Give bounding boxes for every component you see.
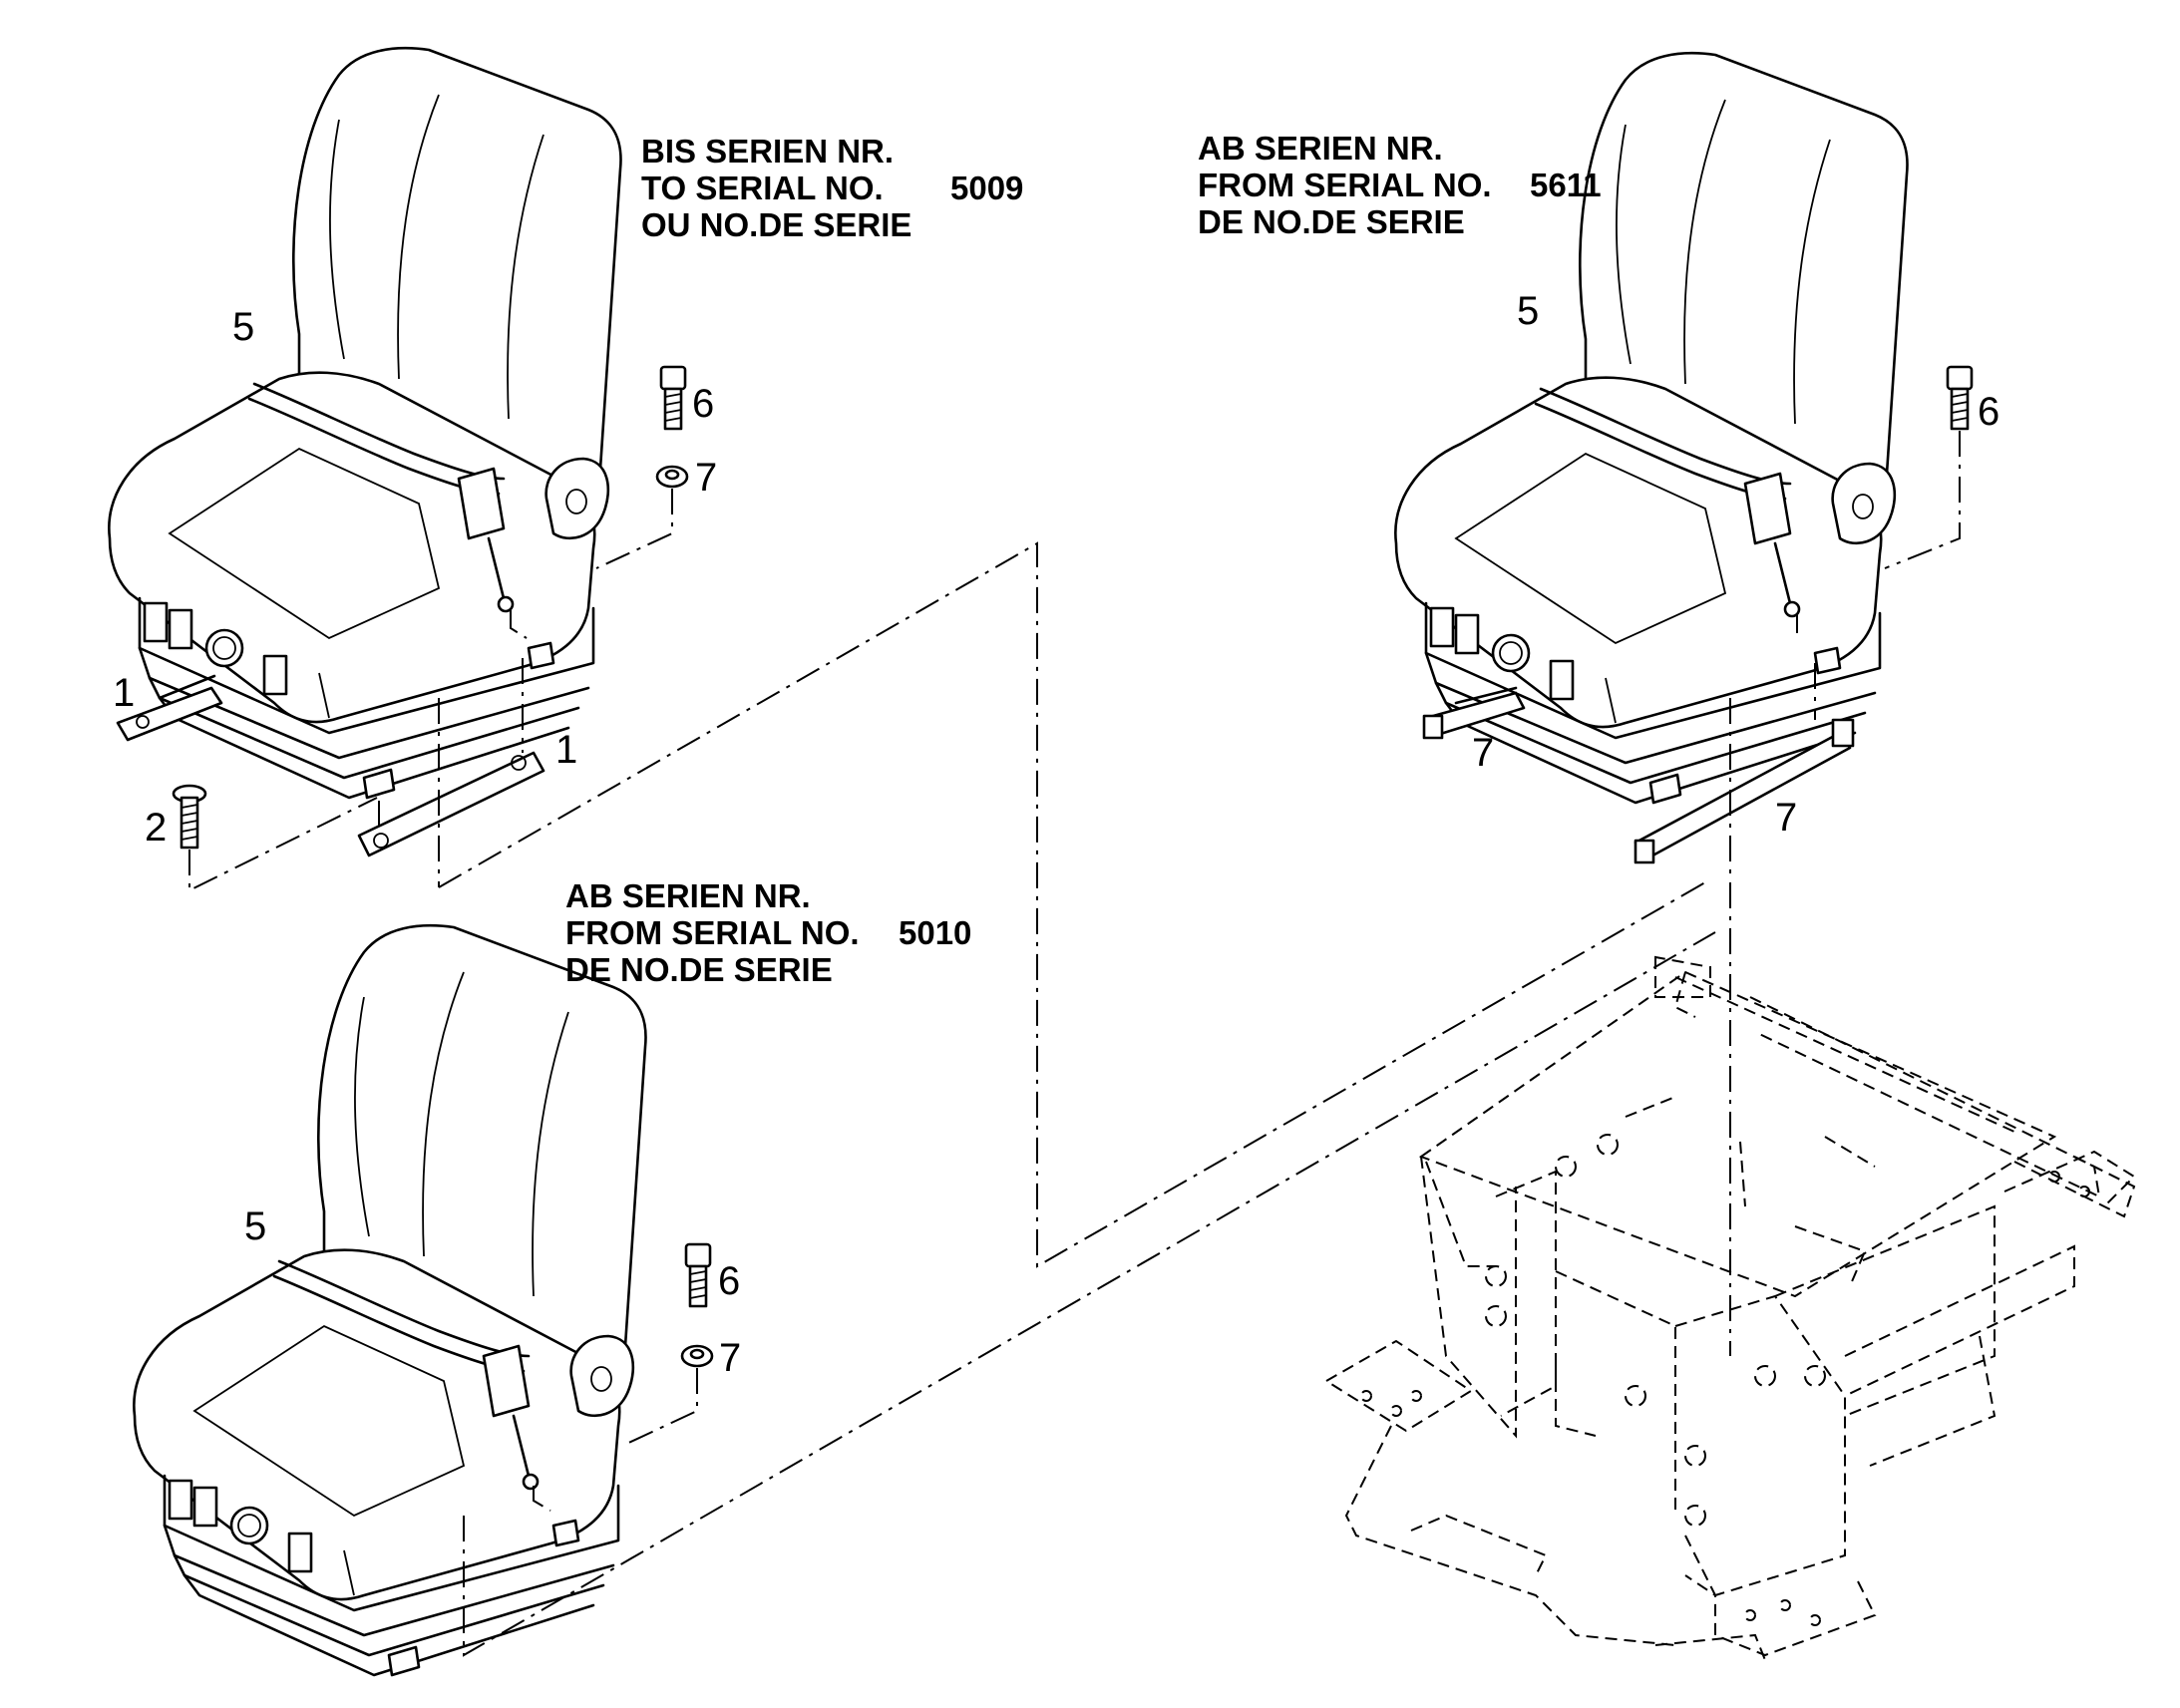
washer-7-icon bbox=[655, 465, 689, 489]
assembly-leader-lines bbox=[438, 541, 1731, 1657]
callout-bolt-2: 2 bbox=[145, 806, 168, 850]
serial-note-to-5009: BIS SERIEN NR. TO SERIAL NO. OU NO.DE SE… bbox=[641, 133, 1023, 243]
callout-seat-5: 5 bbox=[244, 1204, 267, 1248]
socket-screw-6-icon bbox=[1946, 365, 1974, 431]
countersunk-bolt-2-icon bbox=[172, 784, 207, 850]
note-line: AB SERIEN NR. bbox=[565, 877, 811, 914]
callout-seat-5: 5 bbox=[1517, 289, 1540, 333]
serial-number: 5009 bbox=[950, 170, 1024, 206]
callout-plate-1: 1 bbox=[113, 671, 136, 715]
serial-number: 5010 bbox=[899, 914, 972, 951]
socket-screw-6-icon bbox=[684, 1242, 712, 1308]
callout-seat-5: 5 bbox=[232, 305, 255, 349]
seat-2-from-5010 bbox=[133, 923, 714, 1677]
mounting-plate-1-left-icon bbox=[116, 686, 223, 742]
callout-screw-6: 6 bbox=[692, 382, 715, 426]
callout-screw-6: 6 bbox=[718, 1259, 741, 1303]
cabin-frame-structure bbox=[1324, 955, 2136, 1661]
washer-7-icon bbox=[680, 1344, 714, 1368]
note-line: FROM SERIAL NO. bbox=[565, 914, 860, 951]
note-line: BIS SERIEN NR. bbox=[641, 133, 895, 170]
note-line: AB SERIEN NR. bbox=[1198, 130, 1443, 167]
note-line: TO SERIAL NO. bbox=[641, 170, 884, 206]
note-line: DE NO.DE SERIE bbox=[565, 951, 833, 988]
serial-note-from-5611: AB SERIEN NR. FROM SERIAL NO. DE NO.DE S… bbox=[1198, 130, 1602, 240]
seat-3-from-5611 bbox=[1394, 51, 1974, 877]
note-line: DE NO.DE SERIE bbox=[1198, 203, 1465, 240]
callout-screw-6: 6 bbox=[1978, 390, 2000, 434]
callout-rail-7: 7 bbox=[1775, 796, 1798, 840]
socket-screw-6-icon bbox=[659, 365, 687, 431]
seat-1-to-5009 bbox=[108, 46, 689, 892]
mounting-plate-1-right-icon bbox=[357, 751, 545, 857]
callout-rail-7: 7 bbox=[1472, 731, 1495, 775]
callout-plate-1: 1 bbox=[555, 728, 578, 772]
serial-number: 5611 bbox=[1530, 167, 1602, 203]
serial-note-from-5010: AB SERIEN NR. FROM SERIAL NO. DE NO.DE S… bbox=[565, 877, 971, 988]
callout-washer-7: 7 bbox=[719, 1336, 742, 1380]
note-line: OU NO.DE SERIE bbox=[641, 206, 912, 243]
callout-washer-7: 7 bbox=[695, 456, 718, 500]
note-line: FROM SERIAL NO. bbox=[1198, 167, 1492, 203]
